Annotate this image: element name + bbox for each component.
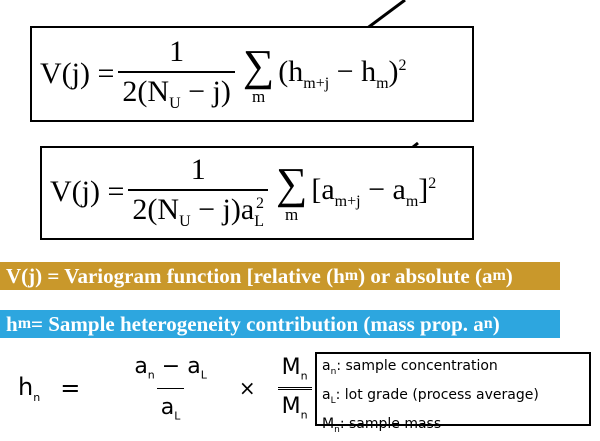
lhs: V(j) = (50, 175, 125, 208)
fraction-mass: Mn Mn (277, 355, 312, 421)
legend-item: aL: lot grade (process average) (322, 386, 539, 406)
numerator: 1 (190, 153, 206, 186)
fraction: 1 2(NU − j)aL2 (128, 153, 268, 231)
lhs: hn (18, 372, 41, 404)
variogram-absolute-equation: V(j) = 1 2(NU − j)aL2 ∑m [am+j − am]2 (50, 148, 436, 236)
variogram-relative-equation: V(j) = 1 2(NU − j) ∑m (hm+j − hm)2 (40, 30, 407, 118)
fraction: 1 2(NU − j) (118, 35, 235, 113)
denominator: 2(NU − j)aL2 (128, 189, 268, 231)
numerator: 1 (169, 35, 185, 68)
sum-symbol: ∑m (275, 158, 308, 224)
sum-symbol: ∑m (242, 40, 275, 106)
legend-item: Mn: sample mass (322, 415, 442, 435)
legend-item: an: sample concentration (322, 358, 498, 377)
equals: = (60, 374, 81, 402)
variogram-relative-box (30, 26, 474, 122)
times: × (238, 376, 256, 400)
fraction-grade: an − aL aL (134, 354, 207, 422)
symbol-legend: an: sample concentration aL: lot grade (… (315, 352, 591, 434)
denominator: 2(NU − j) (118, 71, 235, 113)
summand: (hm+j − hm)2 (278, 55, 407, 92)
heterogeneity-equation: hn = an − aL aL × Mn Mn (18, 346, 316, 430)
summand: [am+j − am]2 (311, 173, 437, 210)
variogram-absolute-box (40, 146, 474, 240)
lhs: V(j) = (40, 57, 115, 90)
